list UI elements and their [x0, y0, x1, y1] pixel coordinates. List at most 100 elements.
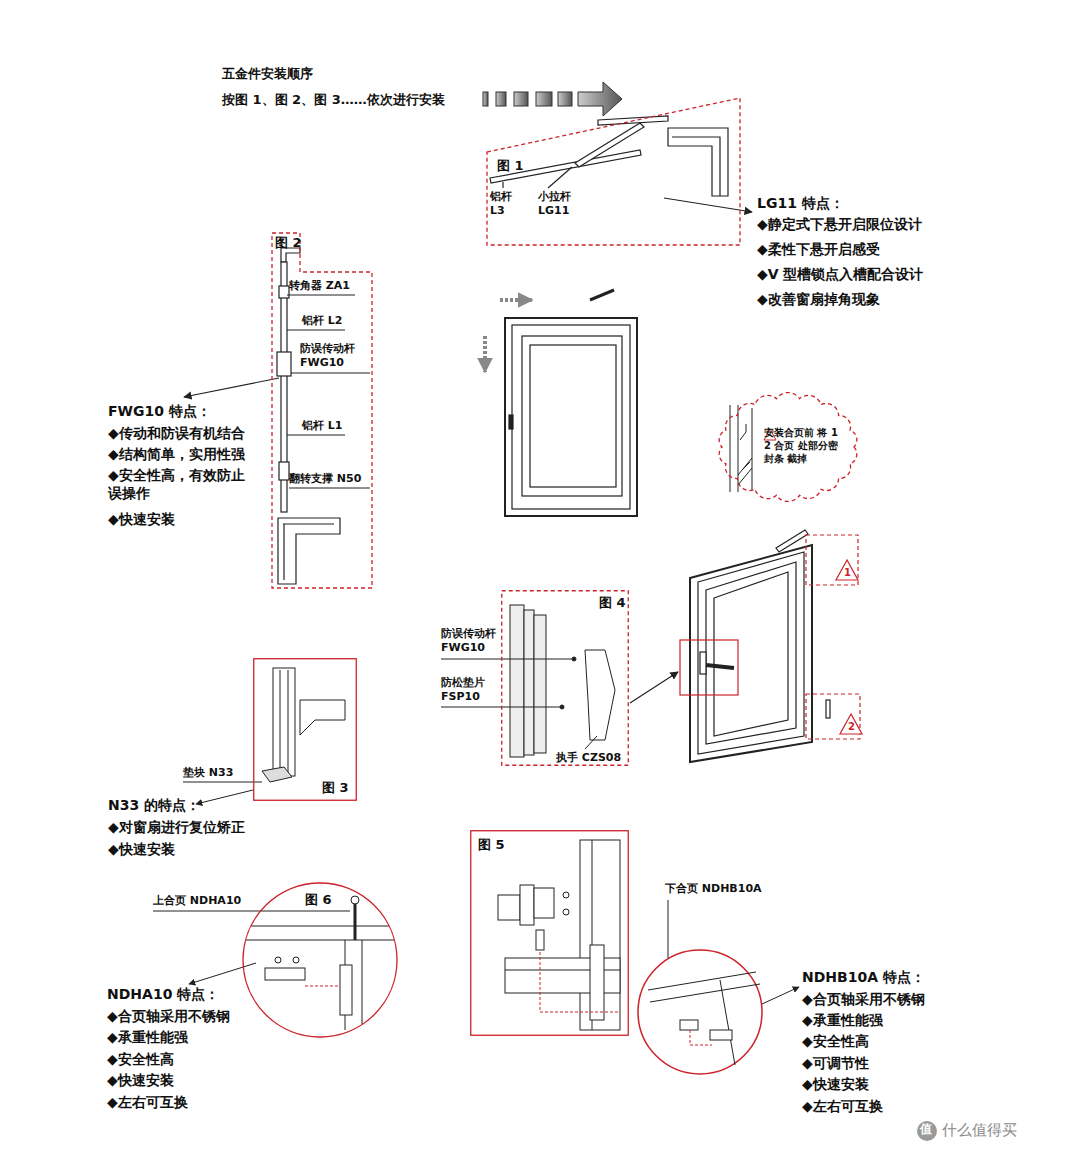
- hinge-pin: [354, 903, 357, 940]
- feature-heading: N33 的特点：: [108, 796, 200, 814]
- window-glass: [714, 572, 788, 736]
- rod-block: [279, 286, 289, 298]
- assembly-line: [690, 1030, 712, 1045]
- feature-item: ◆静定式下悬开启限位设计: [757, 215, 922, 233]
- leader-line: [287, 294, 355, 295]
- window-sash: [512, 325, 630, 509]
- panel-border: [502, 591, 629, 766]
- frame-line: [251, 926, 389, 927]
- screw: [275, 957, 281, 963]
- magnifier: [638, 950, 762, 1074]
- feature-item: ◆合页轴采用不锈钢: [802, 990, 925, 1008]
- figure-circle: 图 6: [242, 882, 398, 1038]
- window-handle: [706, 665, 734, 668]
- panel-outline: [470, 830, 629, 1036]
- hinge-part: [710, 1030, 732, 1040]
- frame-profile: [580, 840, 620, 1030]
- hinge-pin: [536, 930, 544, 950]
- feature-item: ◆快速安装: [107, 1071, 174, 1089]
- warning-note: 安装合页前 将 1 2 合页 处部分密封条 截掉: [716, 392, 860, 502]
- panel-border: [254, 659, 357, 801]
- feature-item: ◆左右可互换: [107, 1093, 188, 1111]
- note-text: 安装合页前 将 1 2 合页 处部分密封条 截掉: [764, 426, 840, 465]
- part-label: 防误传动杆 FWG10: [441, 627, 503, 656]
- sequence-bar: [496, 92, 506, 106]
- leader-arrow: [630, 672, 678, 703]
- part-label: 防松垫片 FSP10: [441, 676, 496, 705]
- sash-profile: [510, 605, 524, 757]
- figure-number: 图 3: [322, 780, 349, 797]
- leader-arrow: [762, 987, 799, 1004]
- figure-number: 图 4: [599, 595, 626, 612]
- part-label: 垫块 N33: [183, 766, 233, 780]
- hinge-pin-head: [351, 896, 359, 904]
- leader-line: [287, 434, 345, 435]
- window-open: [630, 530, 862, 762]
- feature-item: ◆左右可互换: [802, 1097, 883, 1115]
- figure-panel: 图 5: [470, 830, 629, 1036]
- rod-block: [279, 462, 289, 480]
- window-frame: [505, 318, 637, 516]
- part-label: 铝杆 L1: [302, 419, 343, 433]
- highlight-box: [680, 640, 738, 695]
- sash-profile: [524, 610, 534, 755]
- warning-triangle: [840, 714, 862, 734]
- window-sash: [698, 552, 804, 754]
- figure-panel: 图 4: [501, 590, 629, 766]
- hinge: [590, 945, 604, 1020]
- fig3-art: [183, 668, 345, 804]
- leader-line: [153, 911, 350, 912]
- frame-line: [752, 408, 753, 490]
- window-closed: [485, 290, 637, 516]
- window-sash: [522, 336, 622, 496]
- part-label: 上合页 NDHA10: [153, 894, 241, 908]
- stay-bracket: [776, 530, 808, 552]
- handle: [585, 650, 615, 740]
- panel-outline: [253, 658, 357, 801]
- warning-triangle: [836, 560, 858, 580]
- part-label: 铝杆 L3: [490, 190, 520, 219]
- hinge-part: [498, 895, 520, 920]
- seal-strip: [740, 424, 750, 470]
- sequence-bar: [536, 92, 552, 106]
- feature-item: ◆合页轴采用不锈钢: [107, 1007, 230, 1025]
- sash-profile: [534, 615, 546, 753]
- window-handle: [509, 415, 513, 429]
- hinge: [340, 965, 352, 1015]
- figure-number: 图 6: [305, 892, 332, 909]
- frame-profile: [273, 668, 295, 776]
- panel-border: [719, 393, 857, 502]
- feature-heading: NDHB10A 特点：: [802, 968, 925, 986]
- hinge-part: [265, 968, 305, 980]
- part-label: 小拉杆 LG11: [538, 190, 586, 219]
- part-label: 转角器 ZA1: [289, 279, 350, 293]
- screw: [563, 909, 569, 915]
- figure-number: 图 5: [478, 837, 505, 854]
- fig5-art: [498, 840, 799, 1074]
- window-sash: [706, 562, 796, 744]
- feature-item: ◆安全性高: [107, 1050, 174, 1068]
- leader-line: [441, 707, 560, 708]
- feature-item: ◆传动和防误有机结合: [108, 424, 245, 442]
- callout-number: 2: [848, 720, 855, 733]
- panel-outline: [501, 590, 629, 766]
- sequence-bar: [514, 92, 528, 106]
- window-frame: [690, 545, 812, 762]
- highlight-box: [806, 535, 858, 585]
- feature-heading: LG11 特点：: [757, 194, 844, 212]
- seal-cut: [738, 458, 752, 485]
- panel-border: [272, 233, 372, 588]
- stay-bracket: [590, 290, 614, 300]
- panel-outline: [487, 96, 741, 246]
- fig4-art: [441, 605, 615, 757]
- sequence-bar: [483, 92, 488, 106]
- part-label: 翻转支撑 N50: [289, 472, 361, 486]
- panel-border: [471, 831, 629, 1036]
- fig2-art: [184, 248, 370, 584]
- leader-line: [183, 782, 262, 783]
- leader-arrow: [664, 198, 752, 212]
- window-glass: [530, 345, 616, 487]
- feature-item: ◆快速安装: [802, 1075, 869, 1093]
- frame-profile-line: [280, 670, 281, 774]
